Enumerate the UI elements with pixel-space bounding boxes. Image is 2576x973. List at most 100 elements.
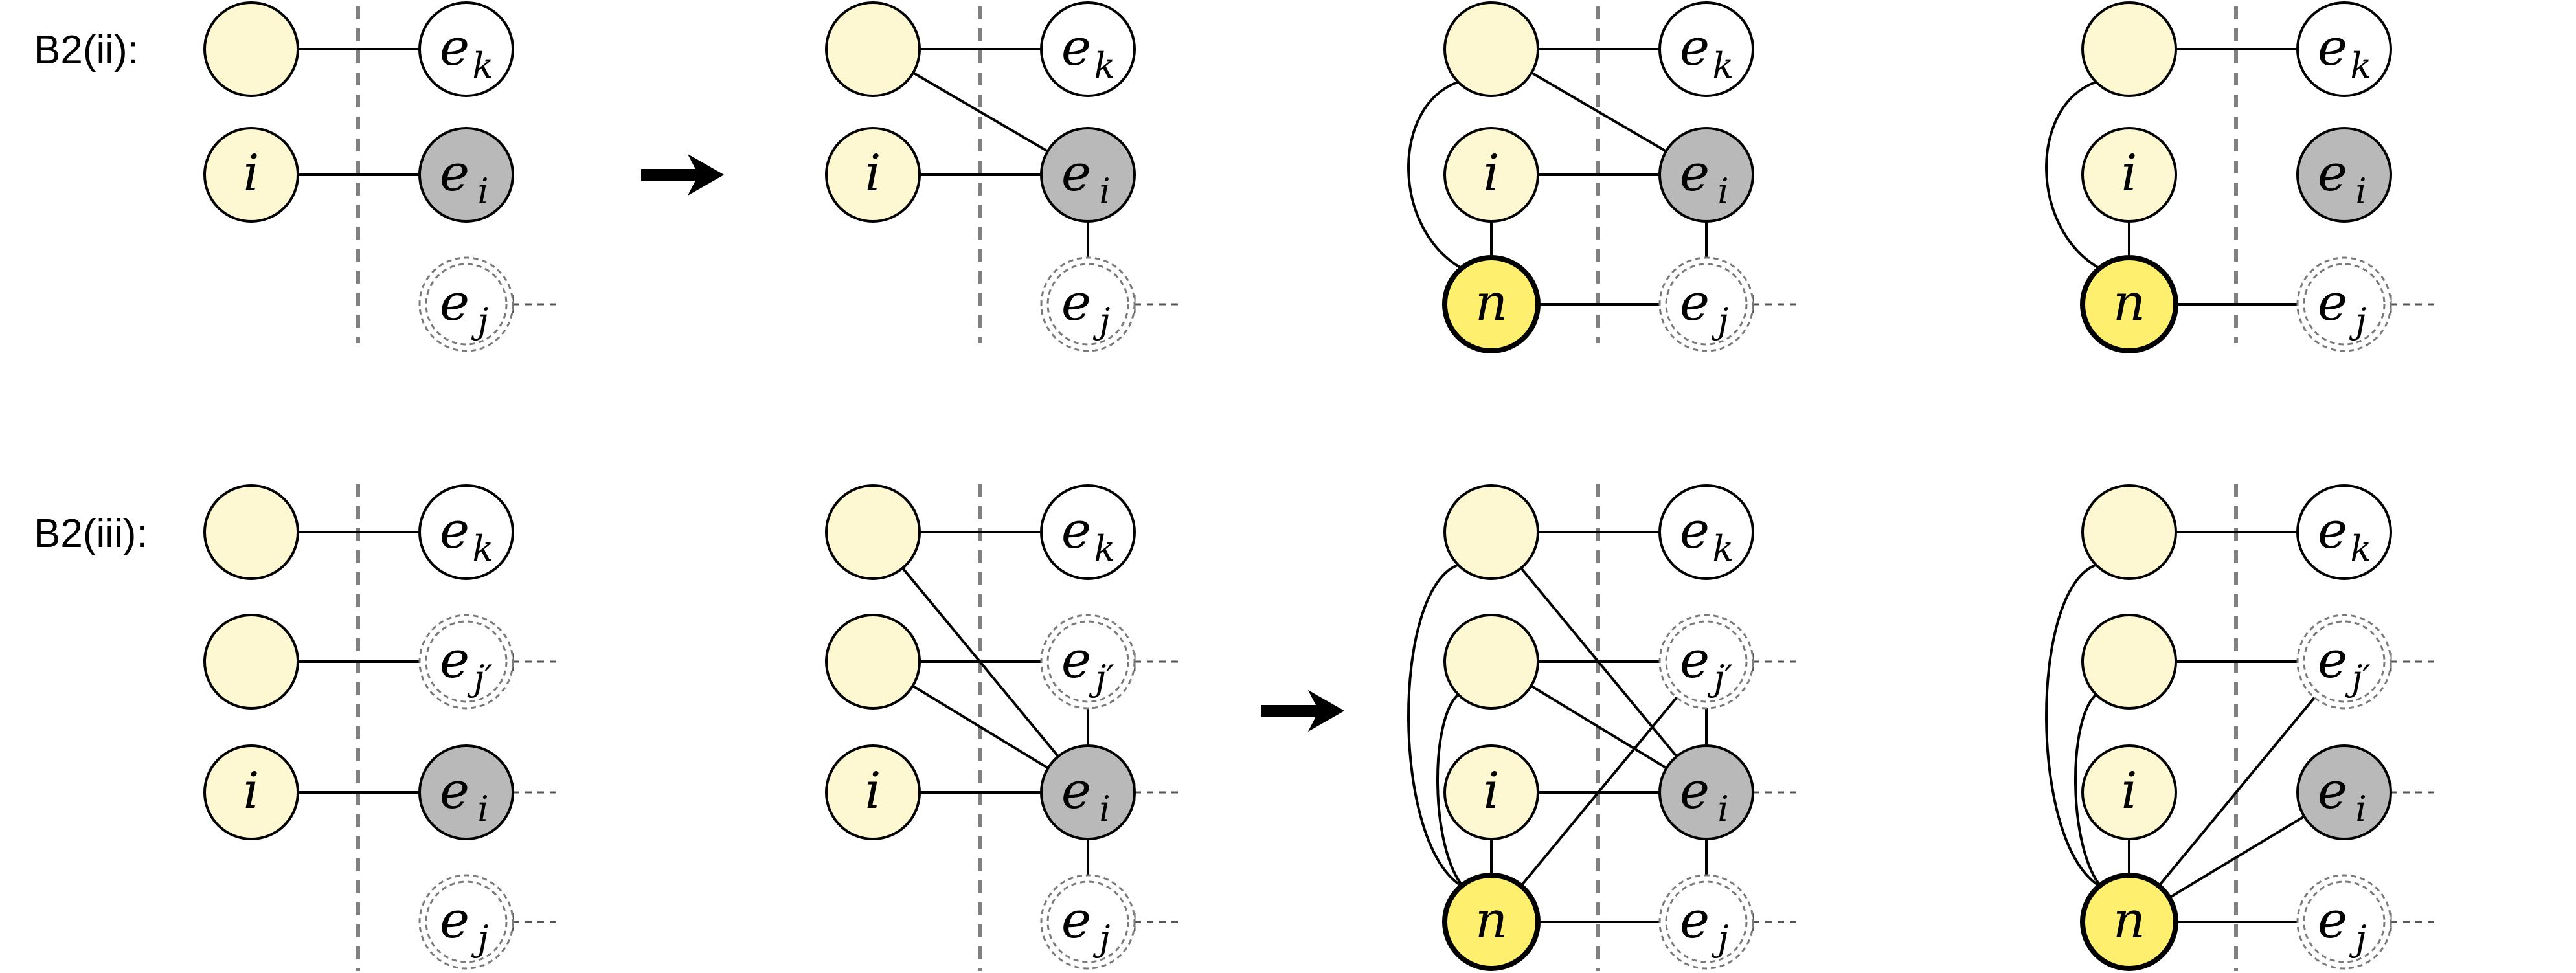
node-label: e (1061, 891, 1091, 950)
edge-stub (1752, 913, 1798, 931)
graph-edge (2045, 563, 2102, 888)
node-label: e (1680, 762, 1710, 820)
edge-stub (1133, 913, 1180, 931)
node-subscript: k (1713, 528, 1734, 569)
graph-edge (1490, 660, 1708, 923)
edge-stub (1133, 653, 1180, 671)
graph-node: i (1443, 744, 1539, 840)
node-label: e (2318, 19, 2347, 77)
edge-stub (1752, 783, 1798, 801)
node-label: i (2121, 762, 2138, 820)
graph-node (2081, 614, 2177, 710)
graph-edge (2074, 693, 2103, 888)
graph-edge (2045, 80, 2102, 271)
graph-node: i (203, 127, 299, 223)
node-label: e (2318, 891, 2347, 950)
node-label: e (1061, 274, 1091, 332)
node-label: n (1475, 274, 1508, 332)
edge-stub (2390, 913, 2436, 931)
graph-node (203, 614, 299, 710)
node-subscript: k (473, 528, 494, 569)
node-label: e (2318, 274, 2347, 332)
node-label: e (440, 631, 469, 689)
graph-node (1443, 614, 1539, 710)
graph-edge (1407, 563, 1464, 888)
graph-node: i (825, 127, 921, 223)
node-label: e (1680, 19, 1710, 77)
node-label: i (2121, 144, 2138, 203)
step-arrows (641, 154, 1344, 732)
graph-edge (1490, 531, 1708, 794)
node-subscript: k (2351, 45, 2372, 86)
node-subscript: k (1713, 45, 1734, 86)
edge-stub (512, 783, 558, 801)
edge-stub (512, 295, 558, 313)
edge-stub (512, 653, 558, 671)
graph-node (1443, 1, 1539, 97)
graph-node: n (2080, 873, 2178, 971)
node-label: e (1061, 144, 1091, 203)
graph-node: i (2081, 744, 2177, 840)
node-subscript: i (1099, 788, 1110, 829)
graph-node: n (1442, 255, 1541, 353)
graph-node (203, 484, 299, 580)
graph-node (825, 614, 921, 710)
graph-edge (1436, 693, 1465, 888)
edge-stub (1752, 653, 1798, 671)
graph-node (825, 484, 921, 580)
node-subscript: k (473, 45, 494, 86)
edge-stub (2390, 653, 2436, 671)
graph-node: n (2080, 255, 2178, 353)
graph-edge (872, 531, 1089, 794)
node-subscript: i (477, 171, 488, 212)
node-label: e (1061, 19, 1091, 77)
node-subscript: i (1099, 171, 1110, 212)
node-label: i (1484, 144, 1500, 203)
edge-stub (1133, 295, 1180, 313)
graph-node: n (1442, 873, 1541, 971)
node-label: e (1680, 274, 1710, 332)
node-label: n (2113, 891, 2145, 950)
row-label-b2-iii: B2(iii): (34, 511, 148, 556)
node-label: e (2318, 144, 2347, 203)
edge-stub (2390, 295, 2436, 313)
edge-stub (1752, 295, 1798, 313)
node-label: e (440, 762, 469, 820)
node-label: e (1061, 502, 1091, 560)
node-label: e (1680, 891, 1710, 950)
node-subscript: k (1094, 528, 1116, 569)
node-subscript: k (1094, 45, 1116, 86)
graph-node (1443, 484, 1539, 580)
node-label: e (440, 891, 469, 950)
node-label: e (440, 274, 469, 332)
node-subscript: i (2355, 788, 2366, 829)
